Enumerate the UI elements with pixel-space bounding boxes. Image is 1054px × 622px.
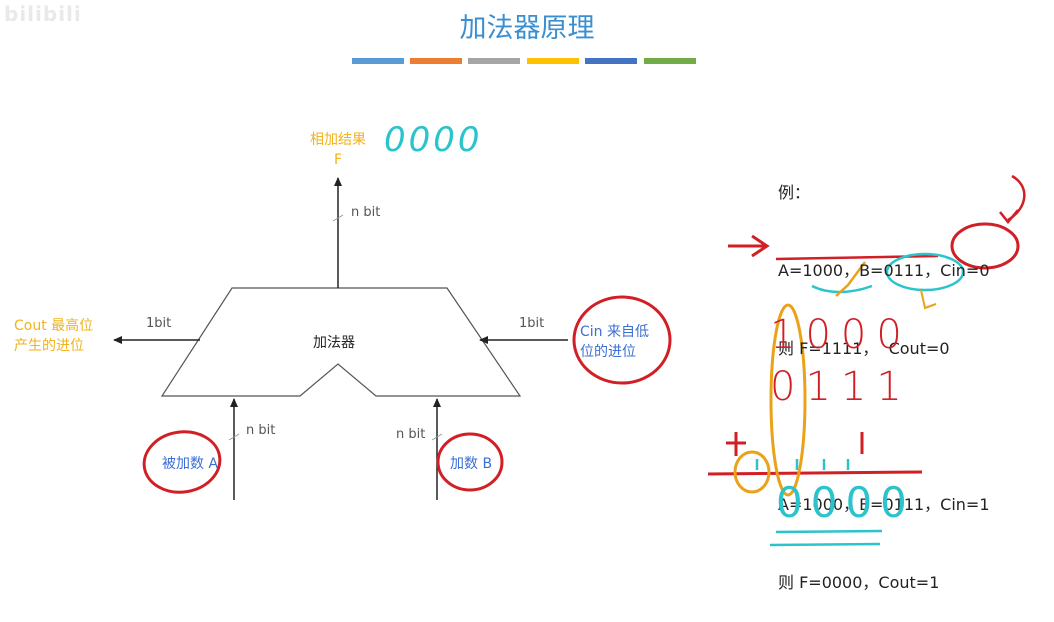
output-bus-slash (332, 214, 344, 222)
carry-orange-loop (733, 450, 771, 494)
bar-segment-2 (410, 58, 462, 64)
diagram-canvas (113, 174, 1026, 547)
orange-check (835, 261, 867, 297)
cin-label: Cin 来自低 位的进位 (580, 322, 649, 362)
output-bus-width: n bit (351, 205, 381, 220)
cout-label: Cout 最高位 产生的进位 (14, 316, 93, 356)
bar-segment-1 (352, 58, 404, 64)
input-a-bus-slash (228, 433, 240, 441)
cout-label-line1: Cout 最高位 (14, 318, 94, 334)
handwritten-row2: 0111 (770, 364, 912, 410)
result-cyan-underline-1 (775, 529, 883, 534)
example-heading: 例： (778, 183, 811, 202)
title-color-bar (352, 58, 697, 64)
bar-segment-5 (585, 58, 637, 64)
output-label-line2: F (333, 152, 343, 168)
bar-segment-4 (527, 58, 579, 64)
input-b-bus-width: n bit (396, 427, 426, 442)
input-b-bus-slash (431, 433, 443, 441)
result-cyan-underline-2 (769, 542, 881, 547)
handwritten-row1: 1000 (770, 312, 912, 358)
bilibili-watermark: bilibili (4, 2, 82, 26)
cin-red-circle (572, 295, 672, 385)
input-a-label: 被加数 A (162, 456, 219, 472)
example-line3: A=1000，B=0111，Cin=1 (778, 495, 990, 514)
input-b-label: 加数 B (450, 456, 493, 472)
example-red-underline (775, 254, 939, 261)
output-value-handwritten: 0000 (384, 120, 483, 160)
example-line4: 则 F=0000，Cout=1 (778, 573, 940, 592)
input-b-red-circle (436, 432, 504, 492)
msb-orange-loop (769, 303, 807, 497)
example-spacer (778, 414, 990, 440)
cin1-red-circle (950, 222, 1020, 270)
input-a-bus-width: n bit (246, 423, 276, 438)
cout-cyan-tick (920, 289, 937, 310)
cin-label-line2: 位的进位 (580, 344, 636, 360)
example-line1: A=1000，B=0111，Cin=0 (778, 261, 990, 280)
output-label-line1: 相加结果 (310, 132, 366, 148)
adder-block-shape (160, 287, 522, 397)
cin-bus-width: 1bit (519, 316, 545, 331)
input-a-red-circle (142, 430, 222, 494)
cout-bus-width: 1bit (146, 316, 172, 331)
cin-pointer-arrowhead (999, 209, 1019, 224)
cin-label-line1: Cin 来自低 (580, 324, 649, 340)
cout-cyan-circle (885, 252, 965, 292)
example-line2: 则 F=1111， Cout=0 (778, 339, 950, 358)
page-title: 加法器原理 (459, 13, 595, 44)
cout-label-line2: 产生的进位 (14, 338, 84, 354)
handwritten-result: 0000 (776, 478, 915, 527)
bar-segment-6 (644, 58, 696, 64)
output-label: 相加结果 F (300, 130, 376, 170)
adder-block-label: 加法器 (313, 335, 355, 351)
bar-segment-3 (468, 58, 520, 64)
sum-red-line (707, 470, 923, 476)
example-red-arrowhead (751, 234, 770, 258)
